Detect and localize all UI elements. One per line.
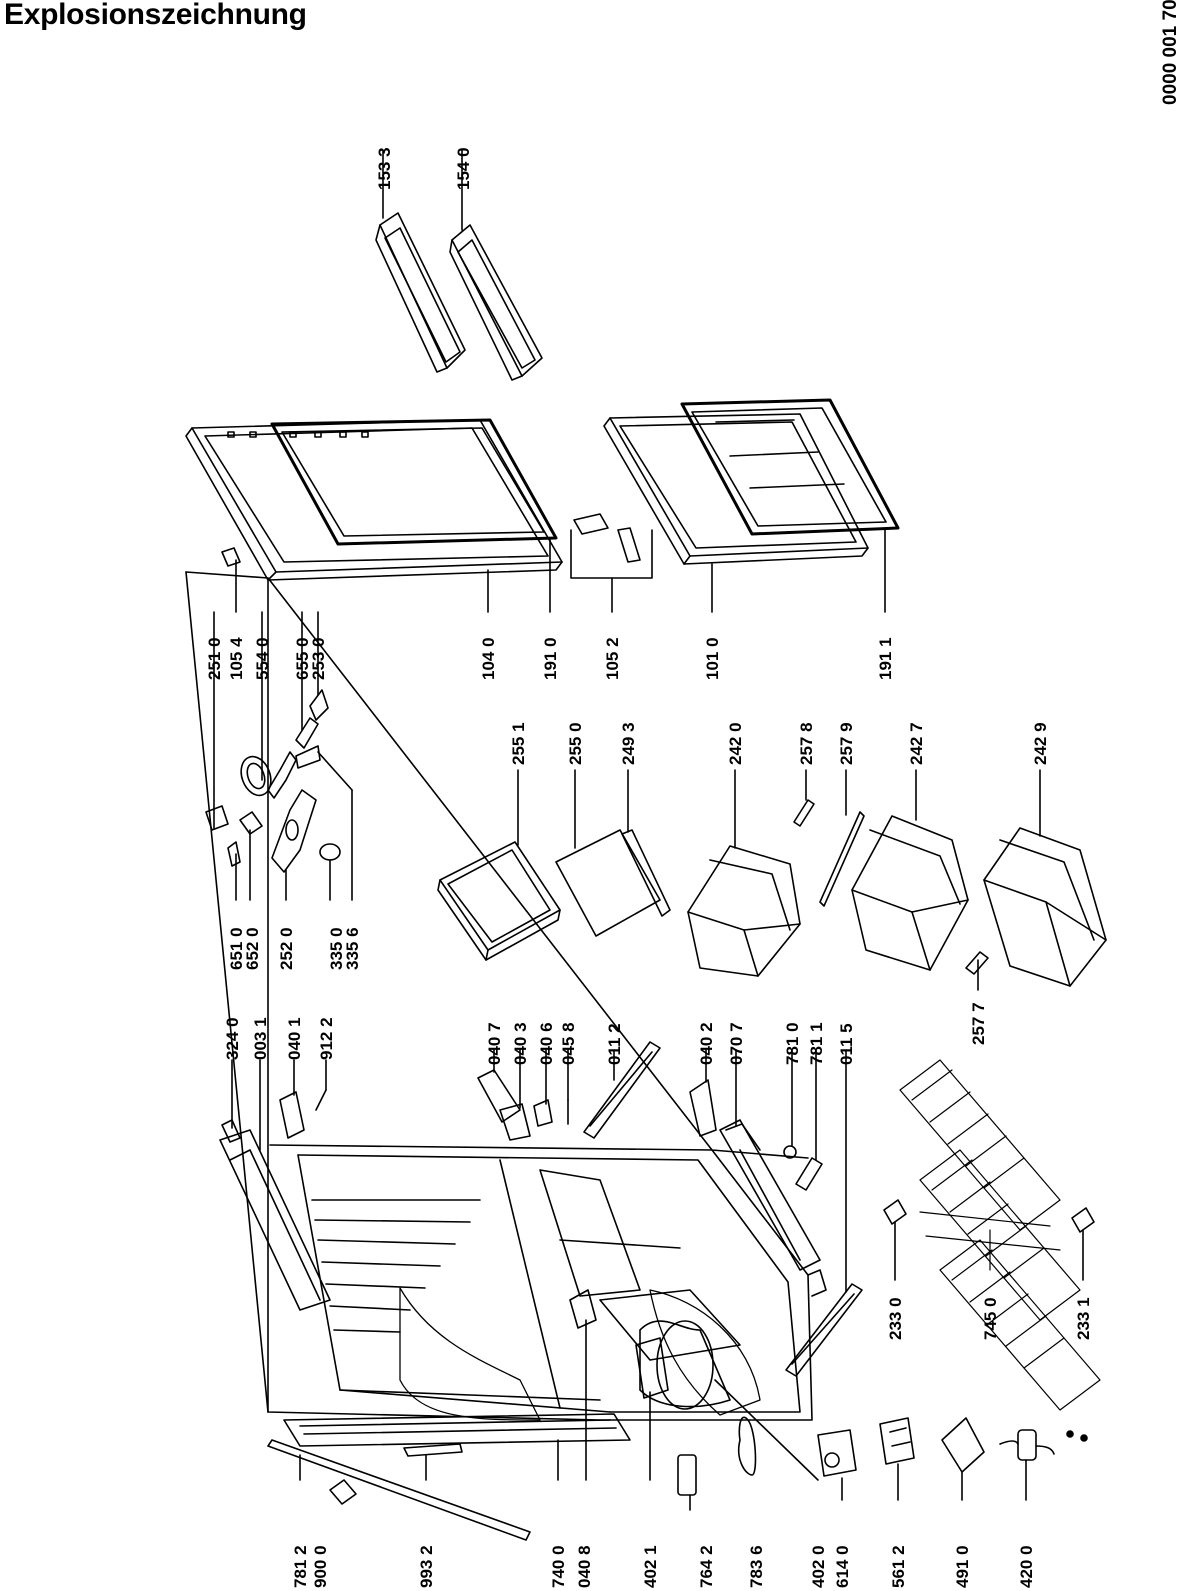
part-label: 740 0	[549, 1545, 568, 1588]
part-label: 491 0	[953, 1545, 972, 1588]
part-label: 402 1	[641, 1545, 660, 1588]
drawer-242-7	[852, 770, 968, 970]
part-label: 781 0	[783, 1022, 802, 1065]
part-label: 335 6	[343, 927, 362, 970]
relay-561-2	[880, 1418, 914, 1500]
part-label: 233 0	[886, 1297, 905, 1340]
wire-shelves-745-0	[900, 1060, 1100, 1410]
part-label: 040 1	[285, 1017, 304, 1060]
parts-781	[784, 1050, 822, 1190]
part-label: 252 0	[277, 927, 296, 970]
door-gasket-191-0	[228, 420, 556, 612]
base-grille-740-0	[284, 1414, 630, 1480]
lower-door-101-0	[604, 414, 868, 612]
part-label: 011 5	[837, 1023, 856, 1065]
part-label: 257 7	[969, 1002, 988, 1045]
part-label: 255 0	[566, 722, 585, 765]
cover-070-7	[726, 1050, 760, 1150]
part-label: 993 2	[417, 1545, 436, 1588]
part-label: 554 0	[253, 637, 272, 680]
part-label: 614 0	[833, 1545, 852, 1588]
part-label: 257 8	[797, 722, 816, 765]
part-label: 242 9	[1031, 722, 1050, 765]
part-label: 153 3	[375, 147, 394, 190]
part-label: 764 2	[697, 1545, 716, 1588]
part-label: 255 1	[509, 722, 528, 765]
control-parts	[206, 548, 352, 900]
part-label: 402 0	[809, 1545, 828, 1588]
part-label: 324 0	[223, 1017, 242, 1060]
part-label: 154 0	[454, 147, 473, 190]
part-label: 040 6	[537, 1022, 556, 1065]
part-label: 105 2	[603, 637, 622, 680]
part-label: 101 0	[703, 637, 722, 680]
part-label: 191 0	[541, 637, 560, 680]
sealing-strip-781-2	[268, 1440, 530, 1540]
shelf-support-233-0	[884, 1200, 906, 1280]
thermostat-614-0	[818, 1430, 856, 1500]
glass-shelf-255-1	[438, 770, 560, 960]
divider-257-8	[794, 770, 814, 826]
part-label: 070 7	[727, 1022, 746, 1065]
part-label: 783 6	[747, 1545, 766, 1588]
drawer-242-0	[688, 770, 800, 976]
door-gasket-191-1	[682, 400, 898, 612]
bracket-993-2	[404, 1444, 462, 1480]
shelf-support-233-1	[1072, 1208, 1094, 1280]
clip-900-0	[330, 1480, 356, 1504]
cover-491-0	[942, 1418, 984, 1500]
part-label: 040 8	[575, 1545, 594, 1588]
tube-783-6	[739, 1417, 756, 1475]
part-label: 105 4	[227, 637, 246, 680]
part-label: 011 2	[605, 1023, 624, 1065]
part-label: 191 1	[876, 637, 895, 680]
part-label: 040 2	[697, 1022, 716, 1065]
refrigerator-cabinet	[186, 572, 826, 1420]
part-label: 045 8	[559, 1022, 578, 1065]
lower-hinge-040-2	[690, 1050, 716, 1136]
hinge-set-105-2	[571, 514, 652, 612]
part-label: 900 0	[311, 1545, 330, 1588]
hinge-040-8	[570, 1290, 596, 1480]
part-label: 257 9	[837, 722, 856, 765]
part-label: 781 2	[291, 1545, 310, 1588]
door-rack-154-0	[450, 150, 542, 380]
part-label: 040 3	[511, 1022, 530, 1065]
part-label: 420 0	[1017, 1545, 1036, 1588]
top-parts	[222, 1060, 326, 1150]
clip-257-7	[966, 952, 988, 990]
rail-011-5	[786, 1050, 862, 1376]
glass-shelf-255-0	[556, 770, 660, 936]
part-label: 233 1	[1074, 1297, 1093, 1340]
rail-011-2	[584, 1042, 660, 1138]
dryer-764-2	[678, 1455, 696, 1510]
shelf-trim-249-3	[622, 770, 670, 916]
part-label: 003 1	[251, 1017, 270, 1060]
screws	[1067, 1431, 1087, 1441]
part-label: 242 7	[907, 722, 926, 765]
part-label: 104 0	[479, 637, 498, 680]
part-label: 745 0	[981, 1297, 1000, 1340]
drawer-242-9	[984, 770, 1106, 986]
page-title: Explosionszeichnung	[4, 0, 307, 31]
start-relay-402-1	[636, 1338, 668, 1480]
part-label: 253 0	[309, 637, 328, 680]
part-label: 040 7	[485, 1022, 504, 1065]
door-rack-153-3	[376, 150, 465, 372]
part-label: 912 2	[317, 1017, 336, 1060]
part-label: 249 3	[619, 722, 638, 765]
part-label: 251 0	[205, 637, 224, 680]
hinge-parts	[478, 1050, 568, 1140]
part-label: 242 0	[726, 722, 745, 765]
part-label: 652 0	[243, 927, 262, 970]
part-label: 781 1	[807, 1022, 826, 1065]
drawer-rail-257-9	[820, 770, 864, 906]
capacitor-420-0	[1000, 1430, 1054, 1500]
compressor-402-0	[640, 1321, 818, 1480]
part-label: 561 2	[889, 1545, 908, 1588]
